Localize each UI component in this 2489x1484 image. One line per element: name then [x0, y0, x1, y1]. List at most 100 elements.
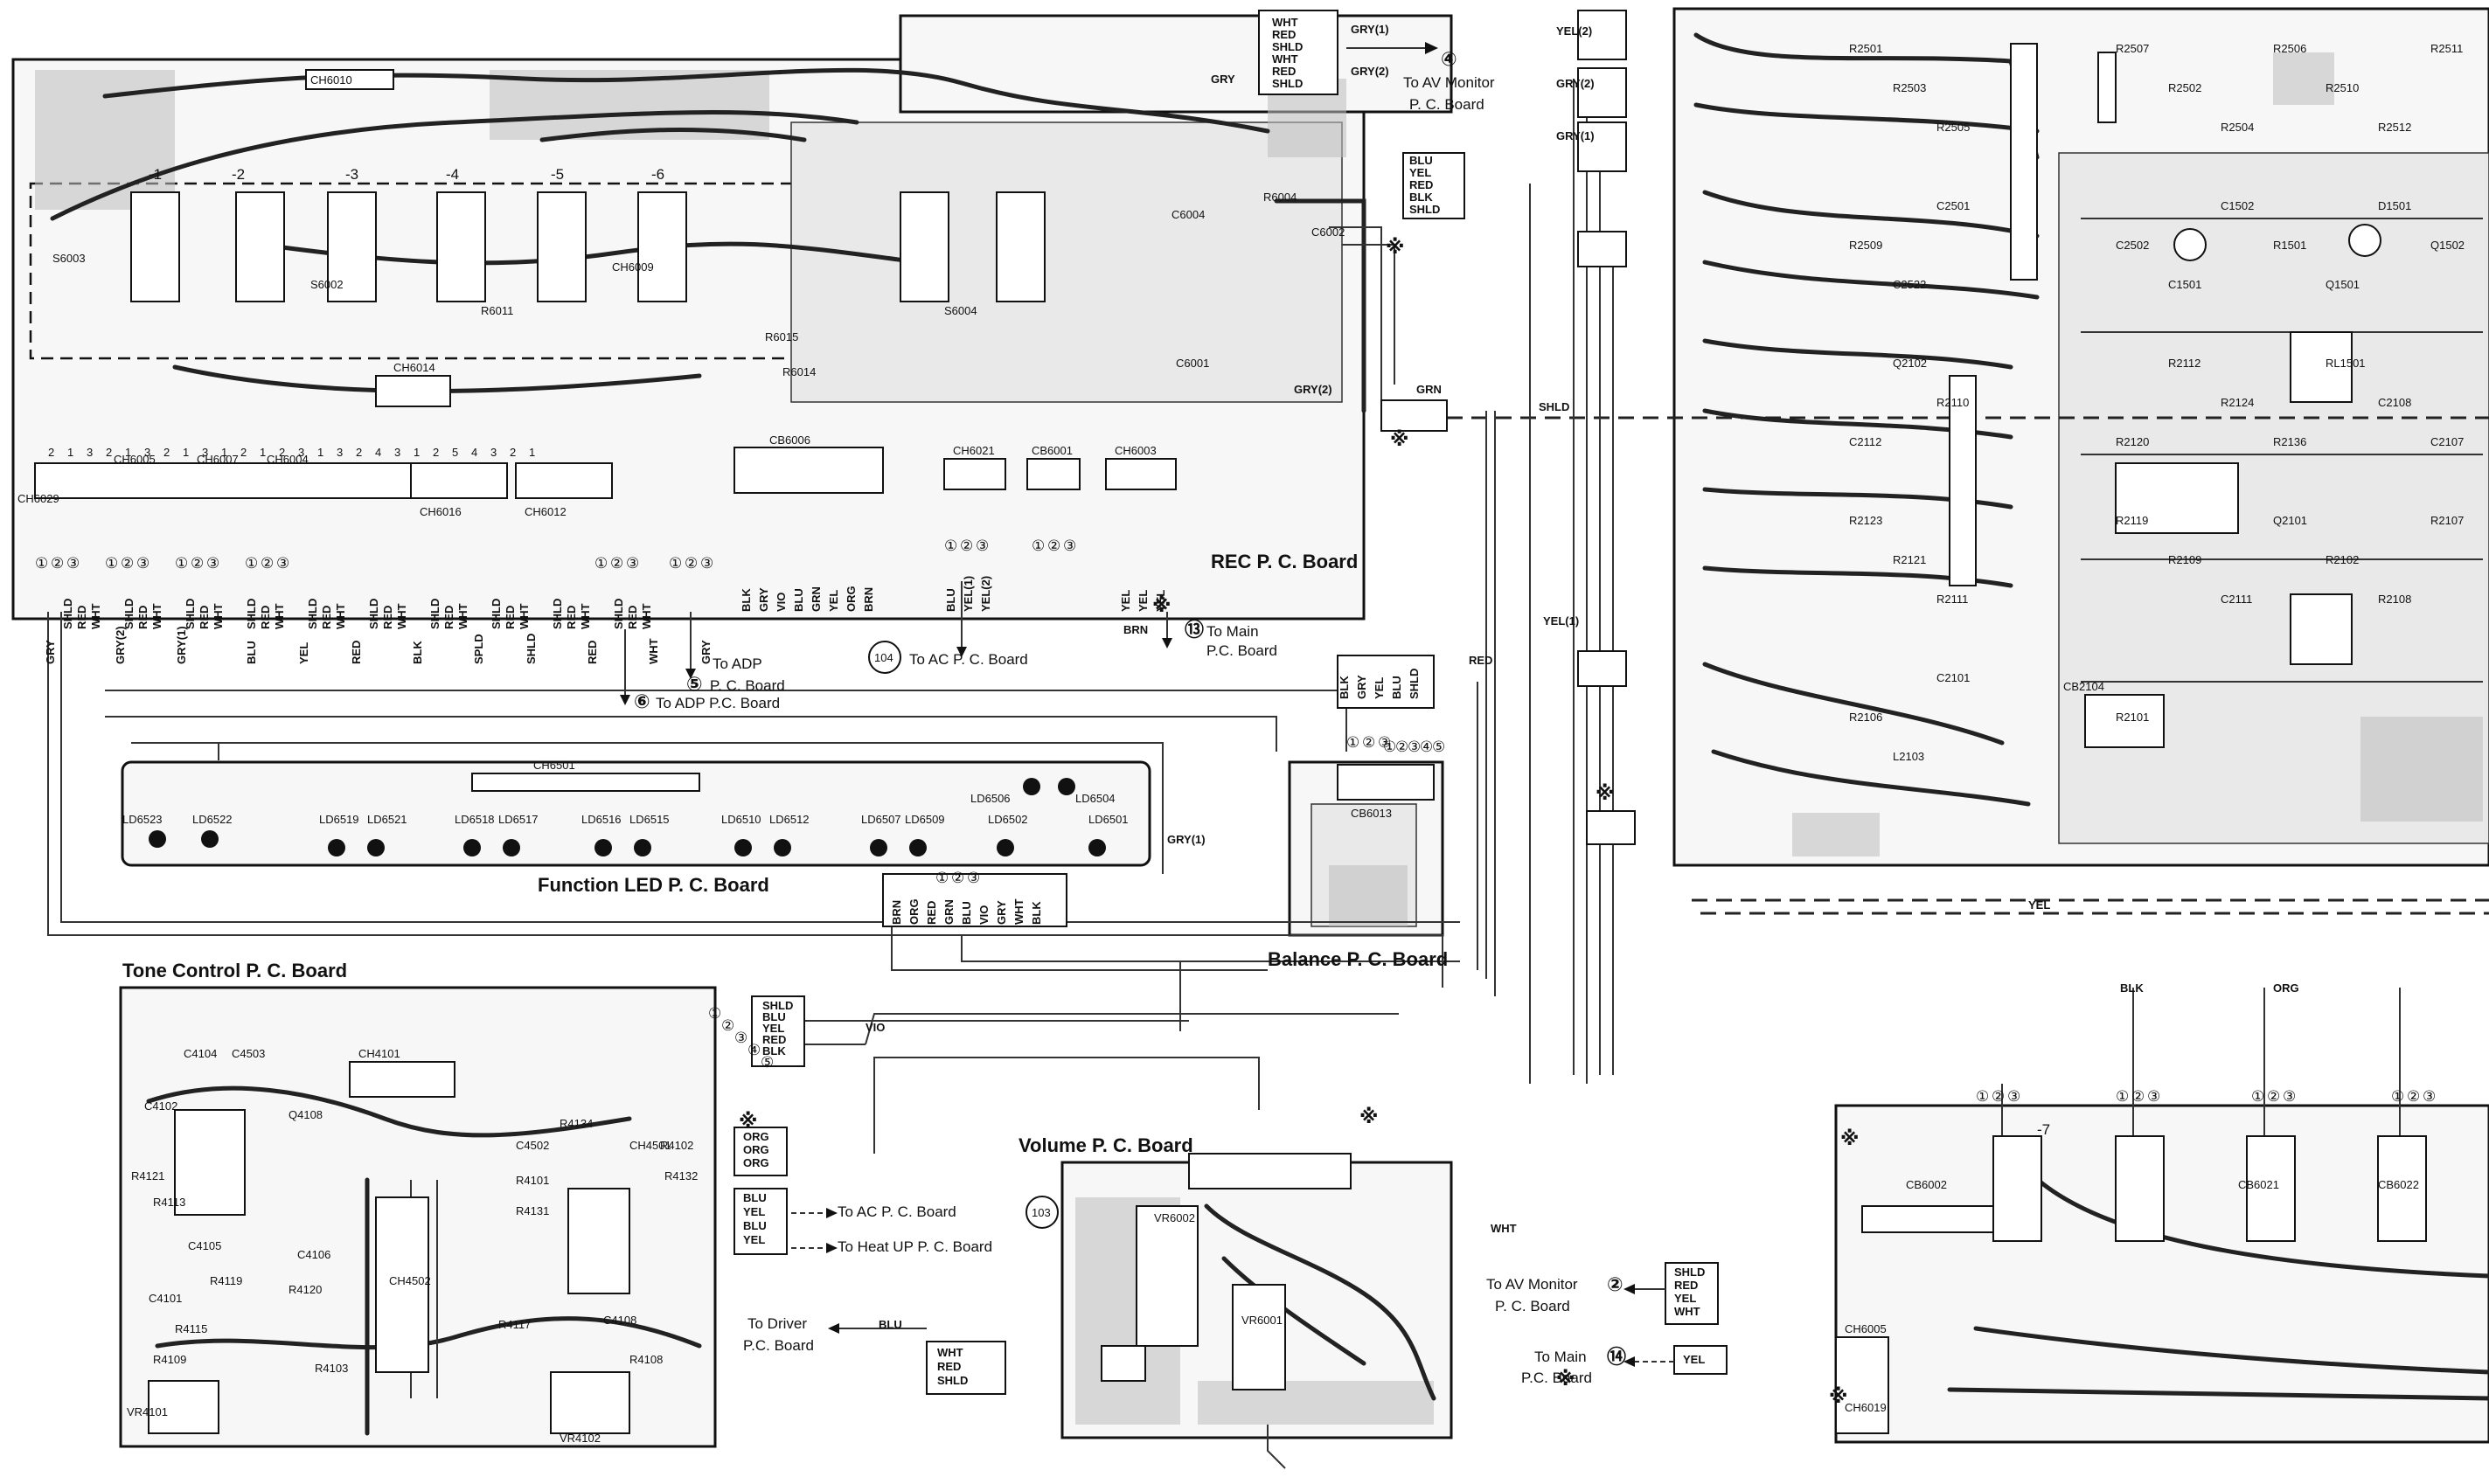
dest-adp5-num: ⑤	[686, 673, 703, 695]
pin-sequence: 2	[279, 446, 285, 459]
wire-color-label: GRN	[942, 899, 956, 925]
pin-sequence: 1	[67, 446, 73, 459]
pin-number: ③	[1063, 537, 1076, 554]
vr6001	[1232, 1284, 1286, 1390]
component-label: C2522	[1893, 278, 1926, 291]
wire-color-label: RED	[1674, 1279, 1698, 1292]
connector-volume-top	[1188, 1153, 1352, 1189]
drop-wire-tag: GRY(2)	[114, 626, 127, 664]
switch-section-label: -6	[651, 166, 664, 183]
wire-color-label: ORG	[845, 586, 858, 612]
pin-number: ③	[700, 555, 713, 572]
connector-lower-strip	[1861, 1205, 1994, 1233]
component-label: VR4102	[560, 1432, 601, 1445]
ic-tone-2	[375, 1196, 429, 1373]
pin-number: ⑤	[761, 1054, 774, 1071]
component-label: R2136	[2273, 435, 2306, 448]
component-label: C6002	[1311, 225, 1345, 239]
drop-wire-color: SHLD	[428, 599, 441, 629]
pin-number: ②	[1362, 734, 1375, 751]
component-label: LD6517	[498, 813, 539, 826]
switch-section-label: -1	[149, 166, 162, 183]
tone-components	[148, 1109, 1286, 1434]
arrow-down	[620, 695, 630, 705]
component-label: C4102	[144, 1099, 177, 1113]
pin-sequence: 2	[510, 446, 516, 459]
component-label: Q1501	[2326, 278, 2360, 291]
tag-relay-in1	[1577, 10, 1627, 60]
pin-number: ①	[2116, 1088, 2129, 1105]
wire-color-label: YEL	[743, 1233, 765, 1246]
led-ld6519	[328, 839, 345, 856]
connector-label: CH6019	[1845, 1401, 1887, 1414]
pin-number: ②	[1992, 1088, 2005, 1105]
component-label: R6014	[782, 365, 816, 378]
switch-section-label: -2	[232, 166, 245, 183]
dest-main14-sub: P.C. Board	[1521, 1370, 1592, 1386]
pin-sequence: 3	[337, 446, 343, 459]
component-label: LD6521	[367, 813, 407, 826]
pin-number: ②	[721, 1017, 734, 1034]
drop-wire-color: SHLD	[306, 599, 319, 629]
connector-label: CB6006	[769, 433, 810, 447]
dest-main14-num: ⑭	[1607, 1346, 1626, 1368]
component-label: R2110	[1936, 396, 1969, 409]
drop-wire-color: WHT	[273, 603, 286, 629]
component-label: R4109	[153, 1353, 186, 1366]
pin-number: ①	[175, 555, 188, 572]
component-label: VR6002	[1154, 1211, 1195, 1224]
tag-tone-out	[733, 1188, 788, 1255]
asterisk-marker: ※	[1840, 1127, 1859, 1149]
dest-ac103: To AC P. C. Board	[838, 1203, 956, 1220]
dest-av-monitor-2: To AV Monitor	[1486, 1276, 1578, 1293]
led-row	[149, 778, 1106, 856]
component-label: R4119	[210, 1274, 242, 1287]
dest-av-monitor-2-num: ②	[1607, 1273, 1623, 1295]
wire-color-label: BLK	[1338, 676, 1351, 699]
drop-wire-tag: GRY(1)	[175, 626, 188, 664]
drop-wire-color: SHLD	[490, 599, 503, 629]
wire-color-label: BLU	[944, 588, 957, 612]
drop-wire-color: SHLD	[551, 599, 564, 629]
drop-wire-color: RED	[565, 606, 578, 629]
wire-run-label: BLU	[879, 1318, 902, 1331]
wire-run-label: GRY(1)	[1556, 129, 1595, 142]
pin-number: ⑤	[1432, 739, 1445, 755]
pin-sequence: 1	[260, 446, 266, 459]
drop-wire-color: RED	[626, 606, 639, 629]
dest-av-monitor-2-sub: P. C. Board	[1495, 1298, 1570, 1314]
component-label: R4131	[516, 1204, 549, 1217]
drop-wire-color: WHT	[518, 603, 531, 629]
arrow-down	[1162, 638, 1172, 648]
connector-ch6014	[375, 375, 451, 407]
connector-label: CH6003	[1115, 444, 1157, 457]
connector-ch6012	[515, 462, 613, 499]
component-label: R2506	[2273, 42, 2306, 55]
tag-tone-org	[733, 1127, 788, 1176]
wire-color-label: WHT	[1674, 1305, 1700, 1318]
connector-cb6006	[733, 447, 884, 494]
pin-number: ③	[734, 1030, 747, 1046]
component-label: C2501	[1936, 199, 1970, 212]
led-ld6522	[201, 830, 219, 848]
pin-sequence: 3	[394, 446, 400, 459]
switch-module	[130, 191, 180, 302]
wire-color-label: YEL	[827, 590, 840, 612]
connector-label: CH6004	[267, 453, 309, 466]
function-led-board	[121, 760, 1151, 867]
arrows	[620, 42, 1674, 1367]
wire-color-label: GRY	[995, 900, 1008, 925]
component-label: D1501	[2378, 199, 2411, 212]
component-label: RL1501	[2326, 357, 2366, 370]
component-label: R2124	[2221, 396, 2254, 409]
pin-sequence: 2	[48, 446, 54, 459]
connector-strips	[34, 69, 1994, 1434]
pin-number: ①	[1976, 1088, 1989, 1105]
switch-module	[537, 191, 587, 302]
drop-wire-color: SHLD	[612, 599, 625, 629]
component-label: R2121	[1893, 553, 1926, 566]
switch-module	[900, 191, 949, 302]
component-label: C6001	[1176, 357, 1209, 370]
component-label: R2102	[2326, 553, 2359, 566]
wire-color-label: WHT	[1012, 898, 1025, 925]
